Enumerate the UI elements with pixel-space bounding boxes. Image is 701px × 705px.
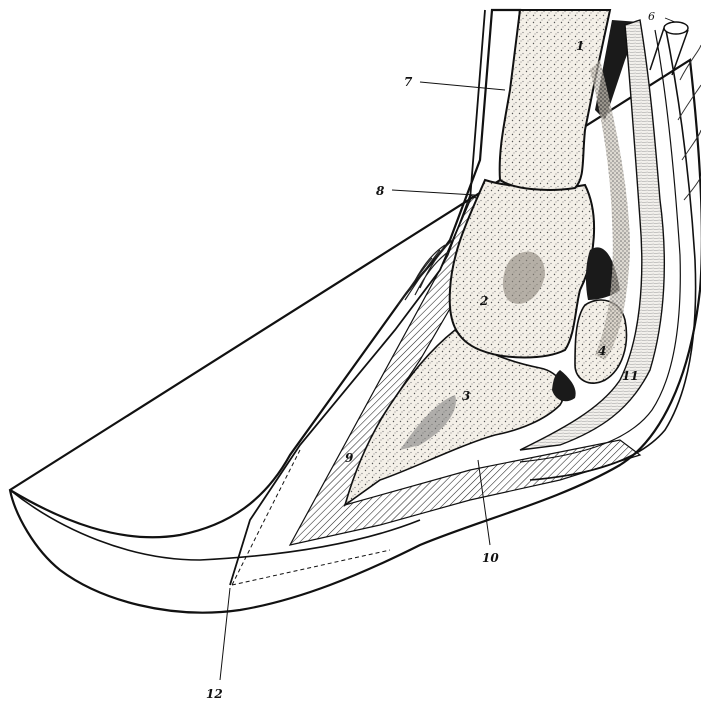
label-8: 8 [376,184,385,198]
label-1: 1 [576,39,584,53]
label-12: 12 [206,687,223,701]
leader-8 [392,190,475,195]
ergot-tube [664,22,688,34]
label-11: 11 [622,369,639,383]
label-2: 2 [479,294,488,308]
label-9: 9 [345,451,354,465]
leader-6 [665,18,675,22]
label-3: 3 [462,389,470,403]
label-4: 4 [598,344,606,358]
label-10: 10 [482,551,499,565]
leader-12 [220,588,230,680]
dashed-line-front [232,450,300,585]
leader-7 [420,82,505,90]
label-6: 6 [648,10,655,23]
long-pastern-bone [500,10,610,190]
label-7: 7 [404,75,413,89]
